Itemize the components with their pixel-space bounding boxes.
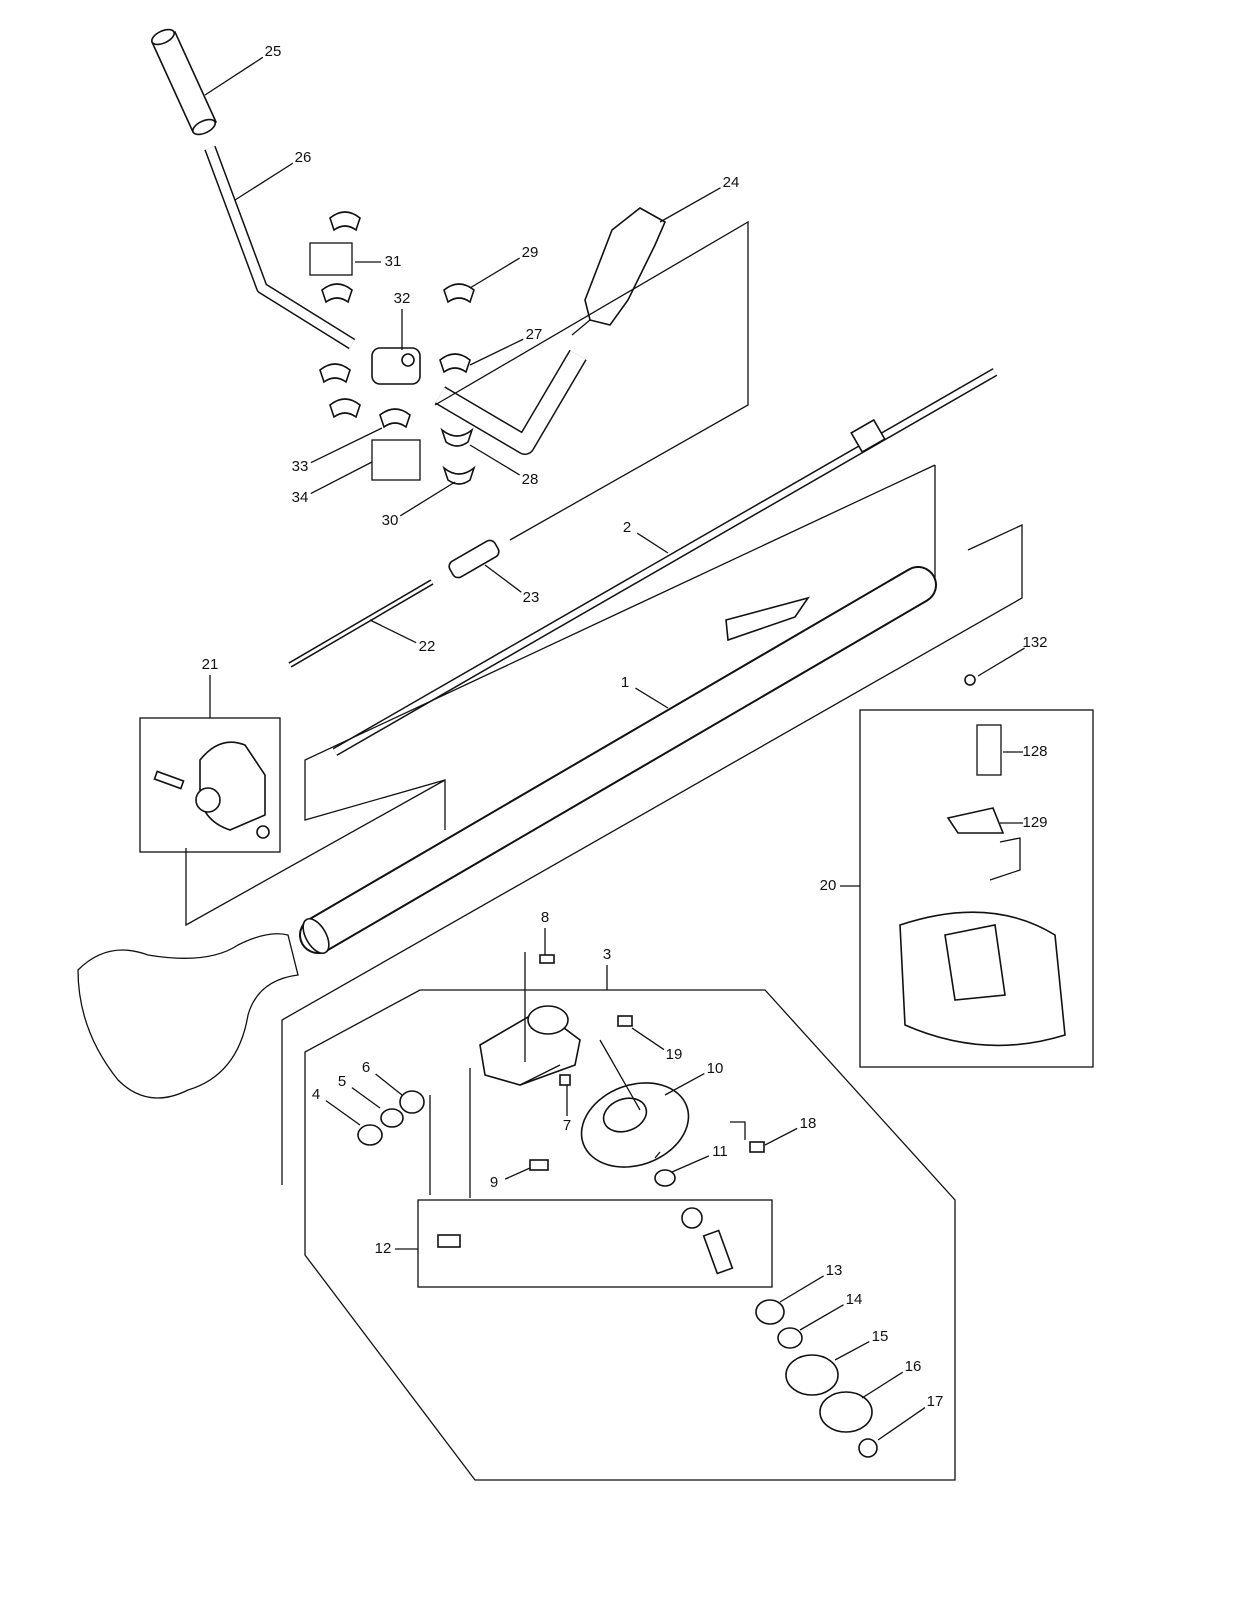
screw-set-box-34 [371, 439, 421, 481]
leader-line-4 [325, 1100, 361, 1126]
inner-box-12 [417, 1199, 773, 1288]
part-label-11: 11 [712, 1143, 728, 1160]
leader-line-11 [671, 1155, 710, 1173]
part-label-20: 20 [820, 877, 837, 894]
leader-line-13 [779, 1275, 824, 1303]
part-label-9: 9 [490, 1174, 498, 1191]
leader-lines [204, 56, 1025, 1441]
part-label-24: 24 [723, 174, 740, 191]
part-label-32: 32 [394, 290, 411, 307]
part-label-25: 25 [265, 43, 282, 60]
part-label-18: 18 [800, 1115, 817, 1132]
part-label-13: 13 [826, 1262, 843, 1279]
leader-line-29 [469, 257, 520, 289]
leader-line-26 [234, 162, 294, 201]
part-label-23: 23 [523, 589, 540, 606]
part-label-4: 4 [312, 1086, 320, 1103]
throttle-handle-part [571, 207, 667, 336]
part-label-31: 31 [385, 253, 402, 270]
part-label-21: 21 [202, 656, 219, 673]
leader-line-24 [659, 187, 721, 223]
part-label-28: 28 [522, 471, 539, 488]
leader-line-28 [469, 444, 520, 476]
leader-line-6 [375, 1073, 403, 1096]
leader-line-23 [484, 564, 522, 593]
leader-line-25 [204, 56, 264, 96]
grip-part [150, 28, 218, 136]
guard-box-20 [859, 709, 1094, 1068]
part-label-12: 12 [375, 1240, 392, 1257]
leader-line-132 [977, 647, 1025, 677]
assembly-lines [429, 952, 746, 1198]
part-label-27: 27 [526, 326, 543, 343]
part-label-1: 1 [621, 674, 629, 691]
part-label-19: 19 [666, 1046, 683, 1063]
leader-line-33 [310, 427, 383, 464]
pipe-outline [281, 523, 1023, 1185]
bracket-part-129 [946, 807, 1005, 834]
clamp-part-21 [199, 741, 266, 831]
drive-shaft-part [332, 368, 998, 756]
part-label-15: 15 [872, 1328, 889, 1345]
bracket-outline [434, 220, 749, 541]
part-label-128: 128 [1022, 743, 1047, 760]
part-label-22: 22 [419, 638, 436, 655]
part-label-8: 8 [541, 909, 549, 926]
handle-bar-part [204, 145, 356, 350]
leader-line-30 [399, 481, 456, 517]
main-pipe-part [299, 566, 937, 954]
part-label-14: 14 [846, 1291, 863, 1308]
leader-line-34 [310, 461, 373, 495]
sleeve-part [448, 539, 500, 579]
leader-line-10 [664, 1073, 705, 1096]
leader-line-2 [636, 532, 669, 554]
part-label-3: 3 [603, 946, 611, 963]
part-label-132: 132 [1022, 634, 1047, 651]
shaft-outline [304, 464, 936, 830]
part-label-2: 2 [623, 519, 631, 536]
part-label-17: 17 [927, 1393, 944, 1410]
screw-box-128 [976, 724, 1002, 776]
part-label-16: 16 [905, 1358, 922, 1375]
leader-line-22 [369, 619, 417, 644]
part-label-5: 5 [338, 1073, 346, 1090]
part-label-129: 129 [1022, 814, 1047, 831]
clamp-parts [319, 211, 476, 485]
part-label-34: 34 [292, 489, 309, 506]
part-label-6: 6 [362, 1059, 370, 1076]
leader-line-15 [834, 1340, 870, 1361]
screw-set-box-31 [309, 242, 353, 276]
leader-line-5 [351, 1087, 381, 1109]
part-label-26: 26 [295, 149, 312, 166]
engine-link [185, 779, 446, 927]
leader-line-19 [631, 1027, 665, 1051]
part-label-30: 30 [382, 512, 399, 529]
part-label-7: 7 [563, 1117, 571, 1134]
leader-line-18 [764, 1127, 798, 1146]
leader-line-27 [469, 338, 524, 366]
gear-case-outline-3 [304, 989, 956, 1481]
gear-case-part [357, 954, 878, 1458]
leader-line-9 [504, 1167, 531, 1180]
engine-outline [77, 933, 299, 1099]
part-label-10: 10 [707, 1060, 724, 1077]
part-label-33: 33 [292, 458, 309, 475]
leader-line-17 [877, 1407, 926, 1441]
leader-line-14 [799, 1304, 844, 1331]
leader-line-16 [861, 1371, 904, 1399]
leader-line-1 [635, 687, 669, 709]
part-label-29: 29 [522, 244, 539, 261]
